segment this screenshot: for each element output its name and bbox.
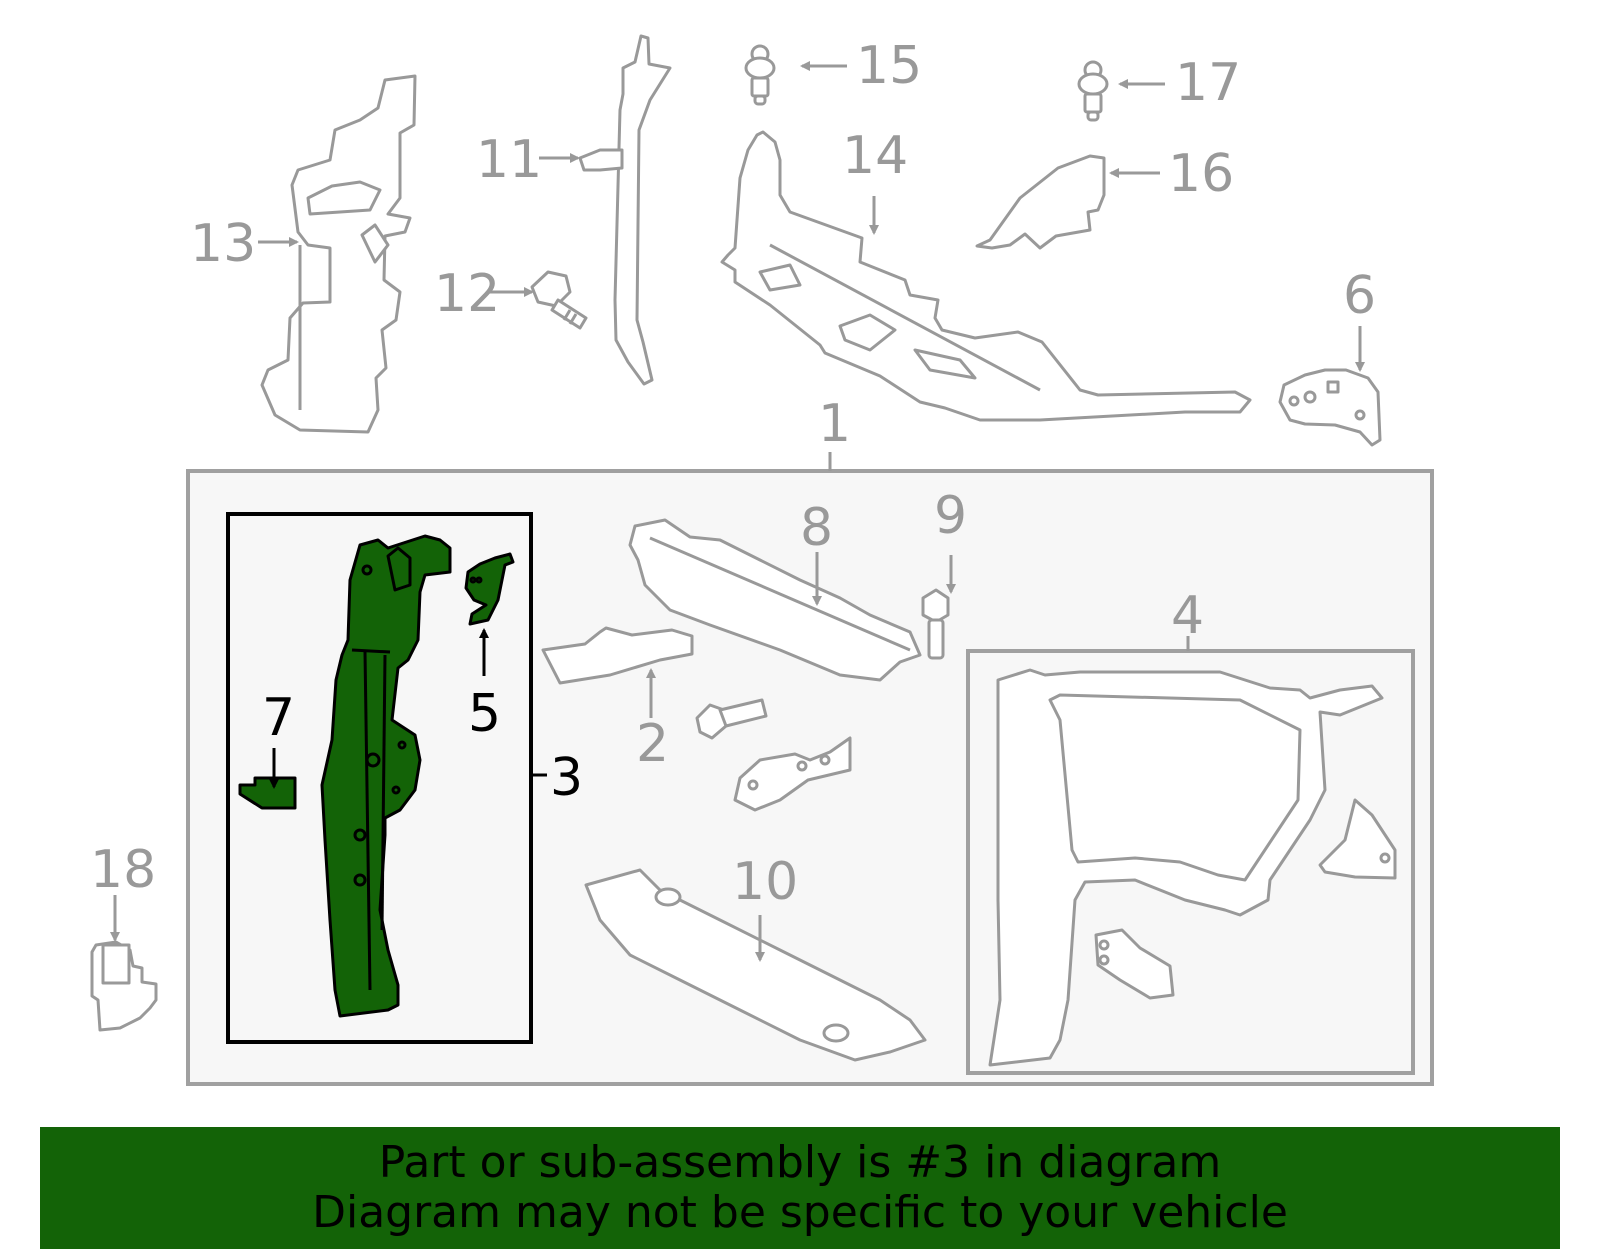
- part-6-bracket[interactable]: [1278, 368, 1382, 447]
- part-13-bracket[interactable]: [260, 74, 417, 434]
- part-8-upper-tie-bar[interactable]: [628, 518, 922, 682]
- part-14-radiator-cover[interactable]: [720, 130, 1252, 422]
- callout-2[interactable]: 2: [636, 714, 670, 774]
- callout-3[interactable]: 3: [550, 748, 584, 808]
- callout-11[interactable]: 11: [476, 130, 543, 190]
- callout-6[interactable]: 6: [1343, 266, 1377, 326]
- part-15-push-clip[interactable]: [744, 44, 776, 106]
- part-16-side-seal[interactable]: [975, 154, 1106, 250]
- callout-14[interactable]: 14: [842, 126, 909, 186]
- part-4-small-bracket[interactable]: [1094, 928, 1175, 1000]
- callout-8[interactable]: 8: [800, 498, 834, 558]
- info-banner: Part or sub-assembly is #3 in diagram Di…: [40, 1127, 1560, 1249]
- part-10-lower-tie-bar[interactable]: [584, 868, 927, 1062]
- callout-17[interactable]: 17: [1175, 53, 1242, 113]
- callout-18[interactable]: 18: [90, 840, 157, 900]
- part-bracket-unlabeled[interactable]: [733, 736, 852, 812]
- part-4-gusset[interactable]: [1318, 798, 1397, 880]
- leader-lines-highlighted: [269, 628, 489, 789]
- leader-lines: [110, 61, 1365, 962]
- part-4-side-frame[interactable]: [988, 668, 1384, 1067]
- part-12-bolt[interactable]: [530, 270, 588, 330]
- callout-15[interactable]: 15: [856, 36, 923, 96]
- callout-9[interactable]: 9: [934, 486, 968, 546]
- callout-13[interactable]: 13: [190, 214, 257, 274]
- callout-4[interactable]: 4: [1171, 586, 1205, 646]
- callout-12[interactable]: 12: [434, 264, 501, 324]
- part-3-upper-support-highlighted[interactable]: [320, 534, 452, 1018]
- part-17-push-clip[interactable]: [1077, 60, 1109, 122]
- part-9-bolt[interactable]: [921, 588, 950, 660]
- callout-10[interactable]: 10: [732, 852, 799, 912]
- callout-5[interactable]: 5: [468, 684, 502, 744]
- part-5-bracket-highlighted[interactable]: [464, 552, 515, 626]
- part-2-reinforcement[interactable]: [541, 626, 694, 685]
- part-7-plate-highlighted[interactable]: [238, 776, 297, 810]
- banner-disclaimer: Diagram may not be specific to your vehi…: [312, 1187, 1288, 1238]
- callout-7[interactable]: 7: [262, 688, 296, 748]
- part-18-sensor[interactable]: [90, 940, 158, 1032]
- callout-1[interactable]: 1: [818, 394, 852, 454]
- part-11-seal-rod[interactable]: [578, 34, 672, 386]
- callout-16[interactable]: 16: [1168, 144, 1235, 204]
- part-bolt-unlabeled[interactable]: [695, 698, 768, 740]
- banner-part-notice: Part or sub-assembly is #3 in diagram: [378, 1137, 1222, 1188]
